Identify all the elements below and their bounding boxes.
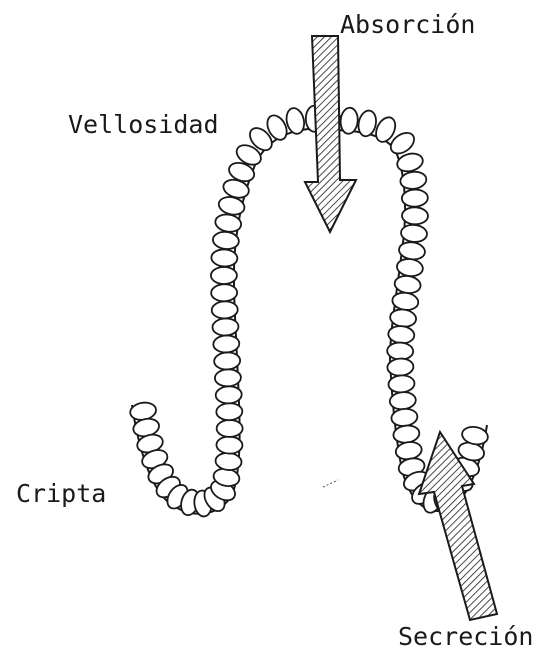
secretion-label: Secreción (398, 624, 533, 649)
epithelial-cell (391, 291, 419, 311)
epithelial-cell (212, 318, 239, 336)
epithelial-cell (212, 231, 240, 251)
epithelial-cell (387, 358, 414, 376)
epithelial-cell (214, 213, 242, 234)
epithelial-cell (217, 420, 243, 437)
epithelial-cell (389, 391, 416, 410)
epithelial-cell (399, 170, 427, 190)
epithelial-cell (391, 408, 419, 428)
epithelial-cell (215, 369, 242, 387)
scan-mark (323, 480, 338, 487)
epithelial-cell (356, 109, 378, 138)
epithelial-cell (211, 249, 238, 267)
epithelial-cell (211, 267, 237, 284)
epithelial-cell (400, 224, 427, 243)
epithelial-cell (394, 274, 422, 294)
epithelial-cell (402, 207, 428, 225)
secretion-arrow (419, 432, 497, 620)
epithelial-cell (216, 403, 242, 421)
epithelial-cell (340, 107, 359, 134)
epithelial-cell (216, 436, 242, 454)
crypt-label: Cripta (16, 481, 106, 506)
epithelial-cell (392, 424, 420, 444)
epithelial-cell (396, 257, 424, 277)
villus-label: Vellosidad (68, 112, 219, 137)
epithelial-cell (215, 386, 242, 404)
epithelial-cell (401, 189, 428, 207)
epithelial-cell (213, 335, 240, 353)
epithelial-cell (395, 151, 424, 174)
epithelial-cell (211, 301, 238, 319)
epithelial-cell (395, 440, 423, 461)
epithelial-cell (387, 342, 414, 360)
epithelial-cell (211, 284, 237, 302)
absorption-label: Absorción (340, 12, 475, 37)
epithelial-cell (398, 241, 426, 261)
epithelial-cell (214, 352, 241, 370)
